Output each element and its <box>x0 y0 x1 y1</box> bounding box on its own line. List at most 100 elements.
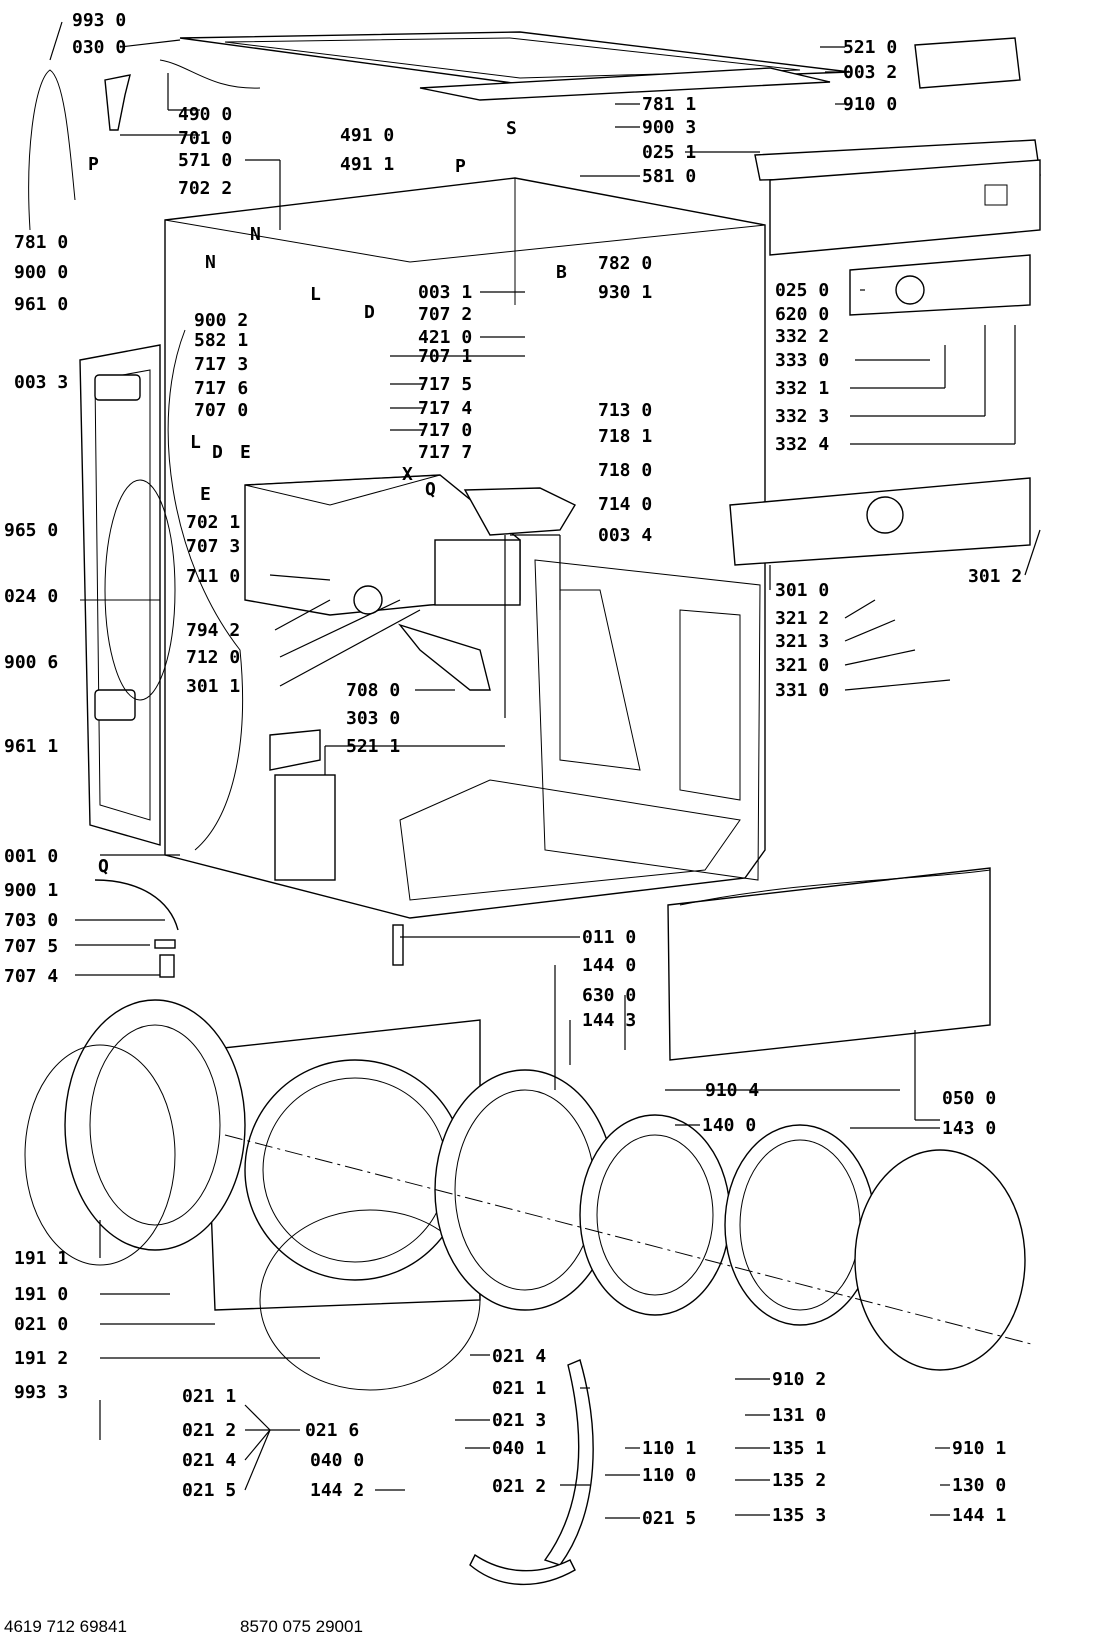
callout-003-3: 003 3 <box>14 372 68 393</box>
callout-707-3: 707 3 <box>186 536 240 557</box>
callout-332-2: 332 2 <box>775 326 829 347</box>
hoses-and-small-parts <box>28 59 404 978</box>
detergent-dispenser <box>244 474 576 691</box>
callout-301-1: 301 1 <box>186 676 240 697</box>
letter-markers: P N N L D S P B L D E E X Q Q <box>88 118 567 877</box>
cabinet <box>164 31 851 919</box>
marker-n-top: N <box>250 224 261 245</box>
footer-right-code: 8570 075 29001 <box>240 1617 363 1636</box>
callout-025-1: 025 1 <box>642 142 696 163</box>
callout-718-1: 718 1 <box>598 426 652 447</box>
callout-333-0: 333 0 <box>775 350 829 371</box>
callout-332-3: 332 3 <box>775 406 829 427</box>
callout-708-0: 708 0 <box>346 680 400 701</box>
marker-d-top: D <box>364 302 375 323</box>
callout-321-3: 321 3 <box>775 631 829 652</box>
callout-707-4: 707 4 <box>4 966 58 987</box>
callout-900-1: 900 1 <box>4 880 58 901</box>
callout-144-3: 144 3 <box>582 1010 636 1031</box>
callout-717-4: 717 4 <box>418 398 472 419</box>
marker-e-top: E <box>240 442 251 463</box>
footer-left-code: 4619 712 69841 <box>4 1617 127 1636</box>
callout-025-0: 025 0 <box>775 280 829 301</box>
callout-718-0: 718 0 <box>598 460 652 481</box>
callout-140-0: 140 0 <box>702 1115 756 1136</box>
callout-191-0: 191 0 <box>14 1284 68 1305</box>
callout-900-3: 900 3 <box>642 117 696 138</box>
marker-s: S <box>506 118 517 139</box>
callout-191-1: 191 1 <box>14 1248 68 1269</box>
callout-717-3: 717 3 <box>194 354 248 375</box>
callout-900-2: 900 2 <box>194 310 248 331</box>
callout-782-0: 782 0 <box>598 253 652 274</box>
marker-d-mid: D <box>212 442 223 463</box>
callout-965-0: 965 0 <box>4 520 58 541</box>
marker-n-left: N <box>205 252 216 273</box>
callout-332-4: 332 4 <box>775 434 829 455</box>
callout-050-0: 050 0 <box>942 1088 996 1109</box>
callout-707-1: 707 1 <box>418 346 472 367</box>
callout-003-1: 003 1 <box>418 282 472 303</box>
callout-717-0: 717 0 <box>418 420 472 441</box>
leader-lines <box>49 21 1041 1519</box>
callout-717-5: 717 5 <box>418 374 472 395</box>
callout-144-1: 144 1 <box>952 1505 1006 1526</box>
callout-321-0: 321 0 <box>775 655 829 676</box>
callout-021-5-b: 021 5 <box>642 1508 696 1529</box>
callout-714-0: 714 0 <box>598 494 652 515</box>
callout-191-2: 191 2 <box>14 1348 68 1369</box>
callout-135-3: 135 3 <box>772 1505 826 1526</box>
callout-021-2-a: 021 2 <box>182 1420 236 1441</box>
callout-930-1: 930 1 <box>598 282 652 303</box>
callout-794-2: 794 2 <box>186 620 240 641</box>
callout-711-0: 711 0 <box>186 566 240 587</box>
marker-e-low: E <box>200 484 211 505</box>
callout-024-0: 024 0 <box>4 586 58 607</box>
callout-144-2: 144 2 <box>310 1480 364 1501</box>
callout-712-0: 712 0 <box>186 647 240 668</box>
callout-581-0: 581 0 <box>642 166 696 187</box>
callout-labels: 993 0 030 0 490 0 701 0 571 0 702 2 781 … <box>4 10 1022 1529</box>
callout-703-0: 703 0 <box>4 910 58 931</box>
callout-011-0: 011 0 <box>582 927 636 948</box>
callout-144-0: 144 0 <box>582 955 636 976</box>
callout-910-2: 910 2 <box>772 1369 826 1390</box>
callout-620-0: 620 0 <box>775 304 829 325</box>
callout-040-1: 040 1 <box>492 1438 546 1459</box>
callout-707-0: 707 0 <box>194 400 248 421</box>
callout-961-1: 961 1 <box>4 736 58 757</box>
callout-717-6: 717 6 <box>194 378 248 399</box>
callout-021-1-b: 021 1 <box>492 1378 546 1399</box>
callout-993-0: 993 0 <box>72 10 126 31</box>
callout-900-0: 900 0 <box>14 262 68 283</box>
callout-131-0: 131 0 <box>772 1405 826 1426</box>
callout-003-2: 003 2 <box>843 62 897 83</box>
callout-491-1: 491 1 <box>340 154 394 175</box>
callout-143-0: 143 0 <box>942 1118 996 1139</box>
callout-021-1-a: 021 1 <box>182 1386 236 1407</box>
callout-630-0: 630 0 <box>582 985 636 1006</box>
callout-702-1: 702 1 <box>186 512 240 533</box>
callout-301-0: 301 0 <box>775 580 829 601</box>
marker-x: X <box>402 464 413 485</box>
callout-021-3: 021 3 <box>492 1410 546 1431</box>
front-panel <box>24 867 1036 1586</box>
callout-490-0: 490 0 <box>178 104 232 125</box>
callout-030-0: 030 0 <box>72 37 126 58</box>
callout-571-0: 571 0 <box>178 150 232 171</box>
callout-707-5: 707 5 <box>4 936 58 957</box>
callout-910-0: 910 0 <box>843 94 897 115</box>
callout-331-0: 331 0 <box>775 680 829 701</box>
callout-702-2: 702 2 <box>178 178 232 199</box>
marker-l-top: L <box>310 284 321 305</box>
callout-521-1: 521 1 <box>346 736 400 757</box>
callout-900-6: 900 6 <box>4 652 58 673</box>
callout-130-0: 130 0 <box>952 1475 1006 1496</box>
callout-781-1: 781 1 <box>642 94 696 115</box>
callout-040-0: 040 0 <box>310 1450 364 1471</box>
callout-910-1: 910 1 <box>952 1438 1006 1459</box>
callout-021-6: 021 6 <box>305 1420 359 1441</box>
callout-421-0: 421 0 <box>418 327 472 348</box>
callout-701-0: 701 0 <box>178 128 232 149</box>
